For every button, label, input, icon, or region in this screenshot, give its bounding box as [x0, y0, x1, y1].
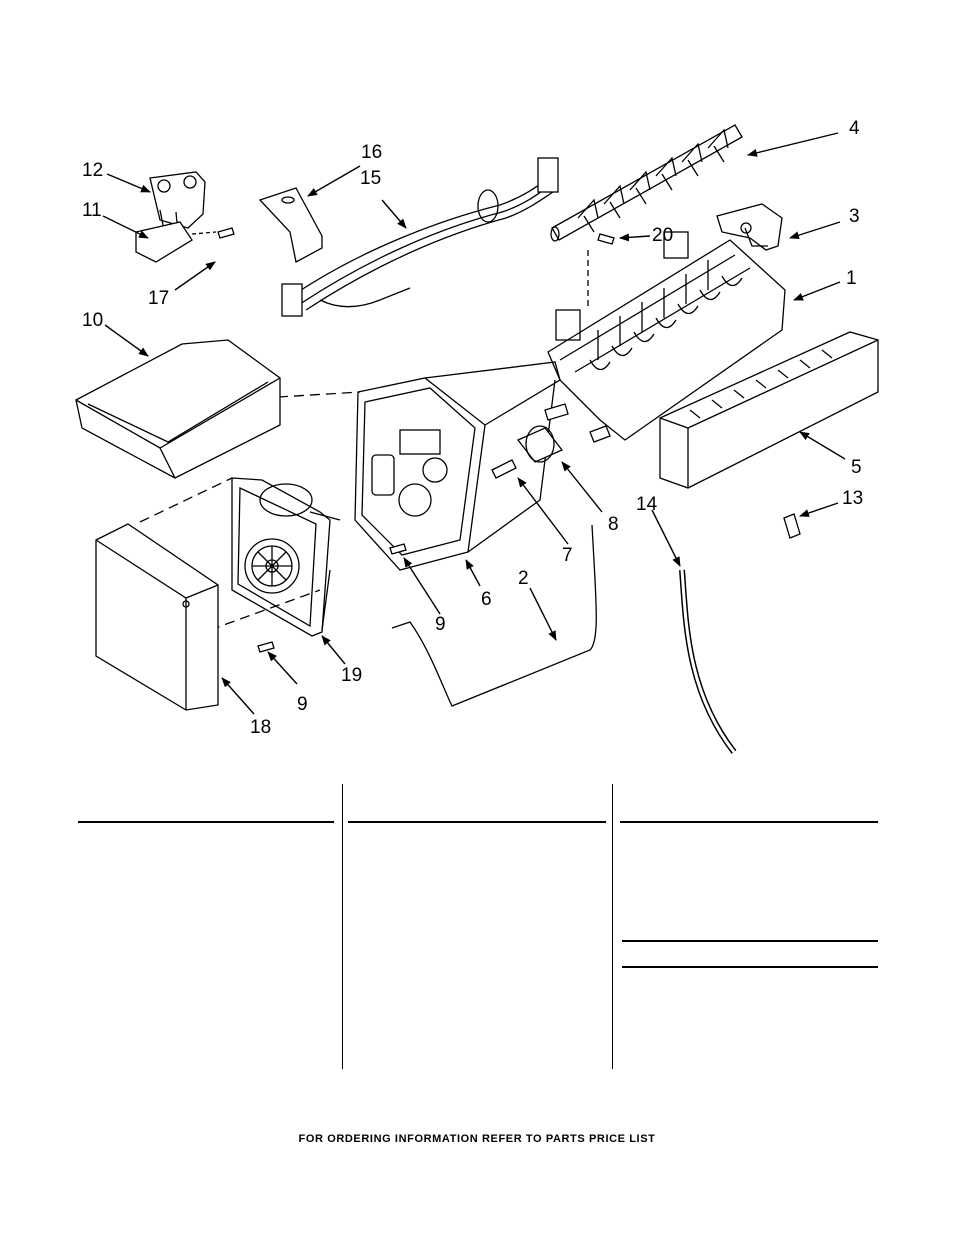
- callout-11: 11: [82, 200, 102, 221]
- column-rule-2: [348, 821, 606, 823]
- column-rule-3: [620, 821, 878, 823]
- callout-20: 20: [652, 225, 673, 246]
- callout-12: 12: [82, 160, 103, 181]
- part-mounting-housing: [354, 361, 561, 571]
- part-valve-bracket: [135, 221, 193, 263]
- callout-10: 10: [82, 310, 103, 331]
- part-bearing: [716, 203, 783, 251]
- callout-18: 18: [250, 717, 271, 738]
- callout-3: 3: [849, 206, 860, 227]
- part-front-cover: [659, 331, 879, 489]
- callout-6: 6: [481, 589, 492, 610]
- callout-4: 4: [849, 118, 860, 139]
- callout-19: 19: [341, 665, 362, 686]
- part-wire-harness: [281, 157, 559, 317]
- column-rule-3b: [622, 940, 878, 942]
- callout-16: 16: [361, 142, 382, 163]
- callout-7: 7: [562, 545, 573, 566]
- part-screw-9: [257, 543, 407, 653]
- callout-8: 8: [608, 514, 619, 535]
- part-ejector-shaft: [550, 124, 743, 242]
- callout-labels: 1 2 3 4 5 6 7 8 9 9 10 11 12 13 14 15 16…: [82, 118, 863, 738]
- leader-lines: [102, 132, 846, 715]
- callout-1: 1: [846, 268, 857, 289]
- part-control-module: [231, 477, 341, 637]
- part-cover-box: [95, 523, 219, 711]
- column-divider-left: [342, 784, 343, 1069]
- part-plug: [783, 513, 801, 539]
- column-rule-3c: [622, 966, 878, 968]
- callout-2: 2: [518, 568, 529, 589]
- part-water-valve: [149, 171, 206, 235]
- part-screw-20: [587, 233, 615, 310]
- ordering-note: FOR ORDERING INFORMATION REFER TO PARTS …: [298, 1133, 656, 1145]
- part-fill-tube: [679, 569, 737, 754]
- callout-15: 15: [360, 168, 381, 189]
- part-bracket-16: [258, 187, 323, 263]
- column-divider-right: [612, 784, 613, 1069]
- part-screw-17: [191, 227, 235, 239]
- part-ice-mold: [547, 231, 786, 441]
- callout-17: 17: [148, 288, 169, 309]
- column-rule-1: [78, 821, 334, 823]
- callout-5: 5: [851, 457, 862, 478]
- part-ice-bin: [75, 339, 281, 479]
- callout-13: 13: [842, 488, 863, 509]
- callout-14: 14: [636, 494, 658, 515]
- callout-9-upper: 9: [435, 614, 446, 635]
- part-motor-coupler: [491, 403, 611, 479]
- callout-9-lower: 9: [297, 694, 308, 715]
- part-shutoff-arm: [391, 524, 597, 707]
- ice-maker-exploded-diagram: 1 2 3 4 5 6 7 8 9 9 10 11 12 13 14 15 16…: [75, 118, 879, 754]
